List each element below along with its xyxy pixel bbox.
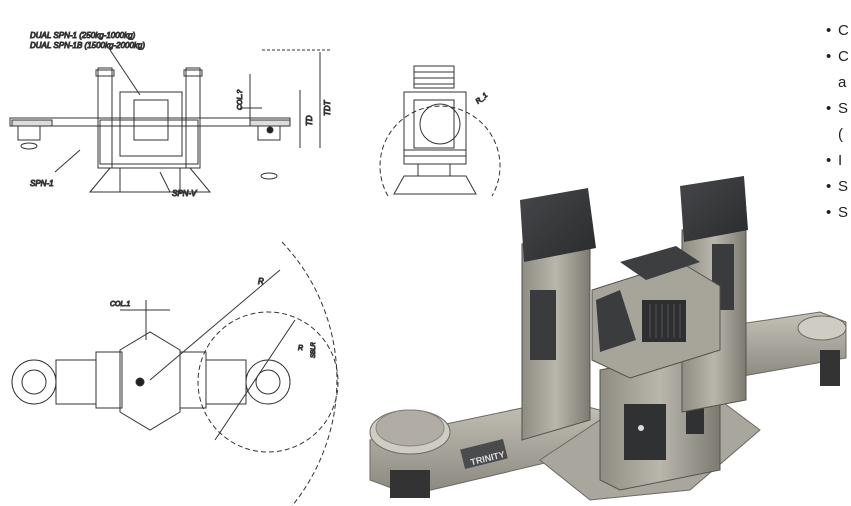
dim-total: TDT (323, 99, 332, 116)
dim-h: TD (305, 115, 314, 126)
feature-list-item: I (826, 148, 851, 174)
feature-list-item: S (826, 200, 851, 226)
feature-list-item: S (826, 96, 851, 122)
feature-list-item: a (838, 74, 847, 91)
dim-r-side: R_1 (475, 92, 489, 106)
model-label-2: DUAL SPN-1B (1500kg-2000kg) (30, 41, 145, 50)
dim-small: SBLR (311, 342, 317, 358)
dim-r2: R (298, 345, 303, 352)
positioner-render: TRINITY (369, 176, 847, 501)
feature-list-item: C (826, 44, 851, 70)
feature-list-item: C (826, 18, 851, 44)
label-spn-left: SPN-1 (30, 179, 54, 188)
model-label-1: DUAL SPN-1 (250kg-1000kg) (30, 31, 136, 40)
dim-col-top: COL.1 (110, 301, 130, 308)
feature-list-item: ( (838, 126, 843, 143)
product-badge-plate (460, 438, 508, 470)
label-spn-v: SPN-V (172, 189, 197, 198)
side-view: R_1 (379, 65, 501, 197)
feature-list-item: S (826, 174, 851, 200)
dim-col: COL.? (237, 90, 244, 110)
top-view: COL.1 R R SBLR (11, 241, 339, 506)
dim-r-top: R (258, 277, 264, 286)
feature-list: CCaS(ISS (826, 18, 851, 226)
front-view: DUAL SPN-1 (250kg-1000kg) DUAL SPN-1B (1… (9, 31, 333, 199)
